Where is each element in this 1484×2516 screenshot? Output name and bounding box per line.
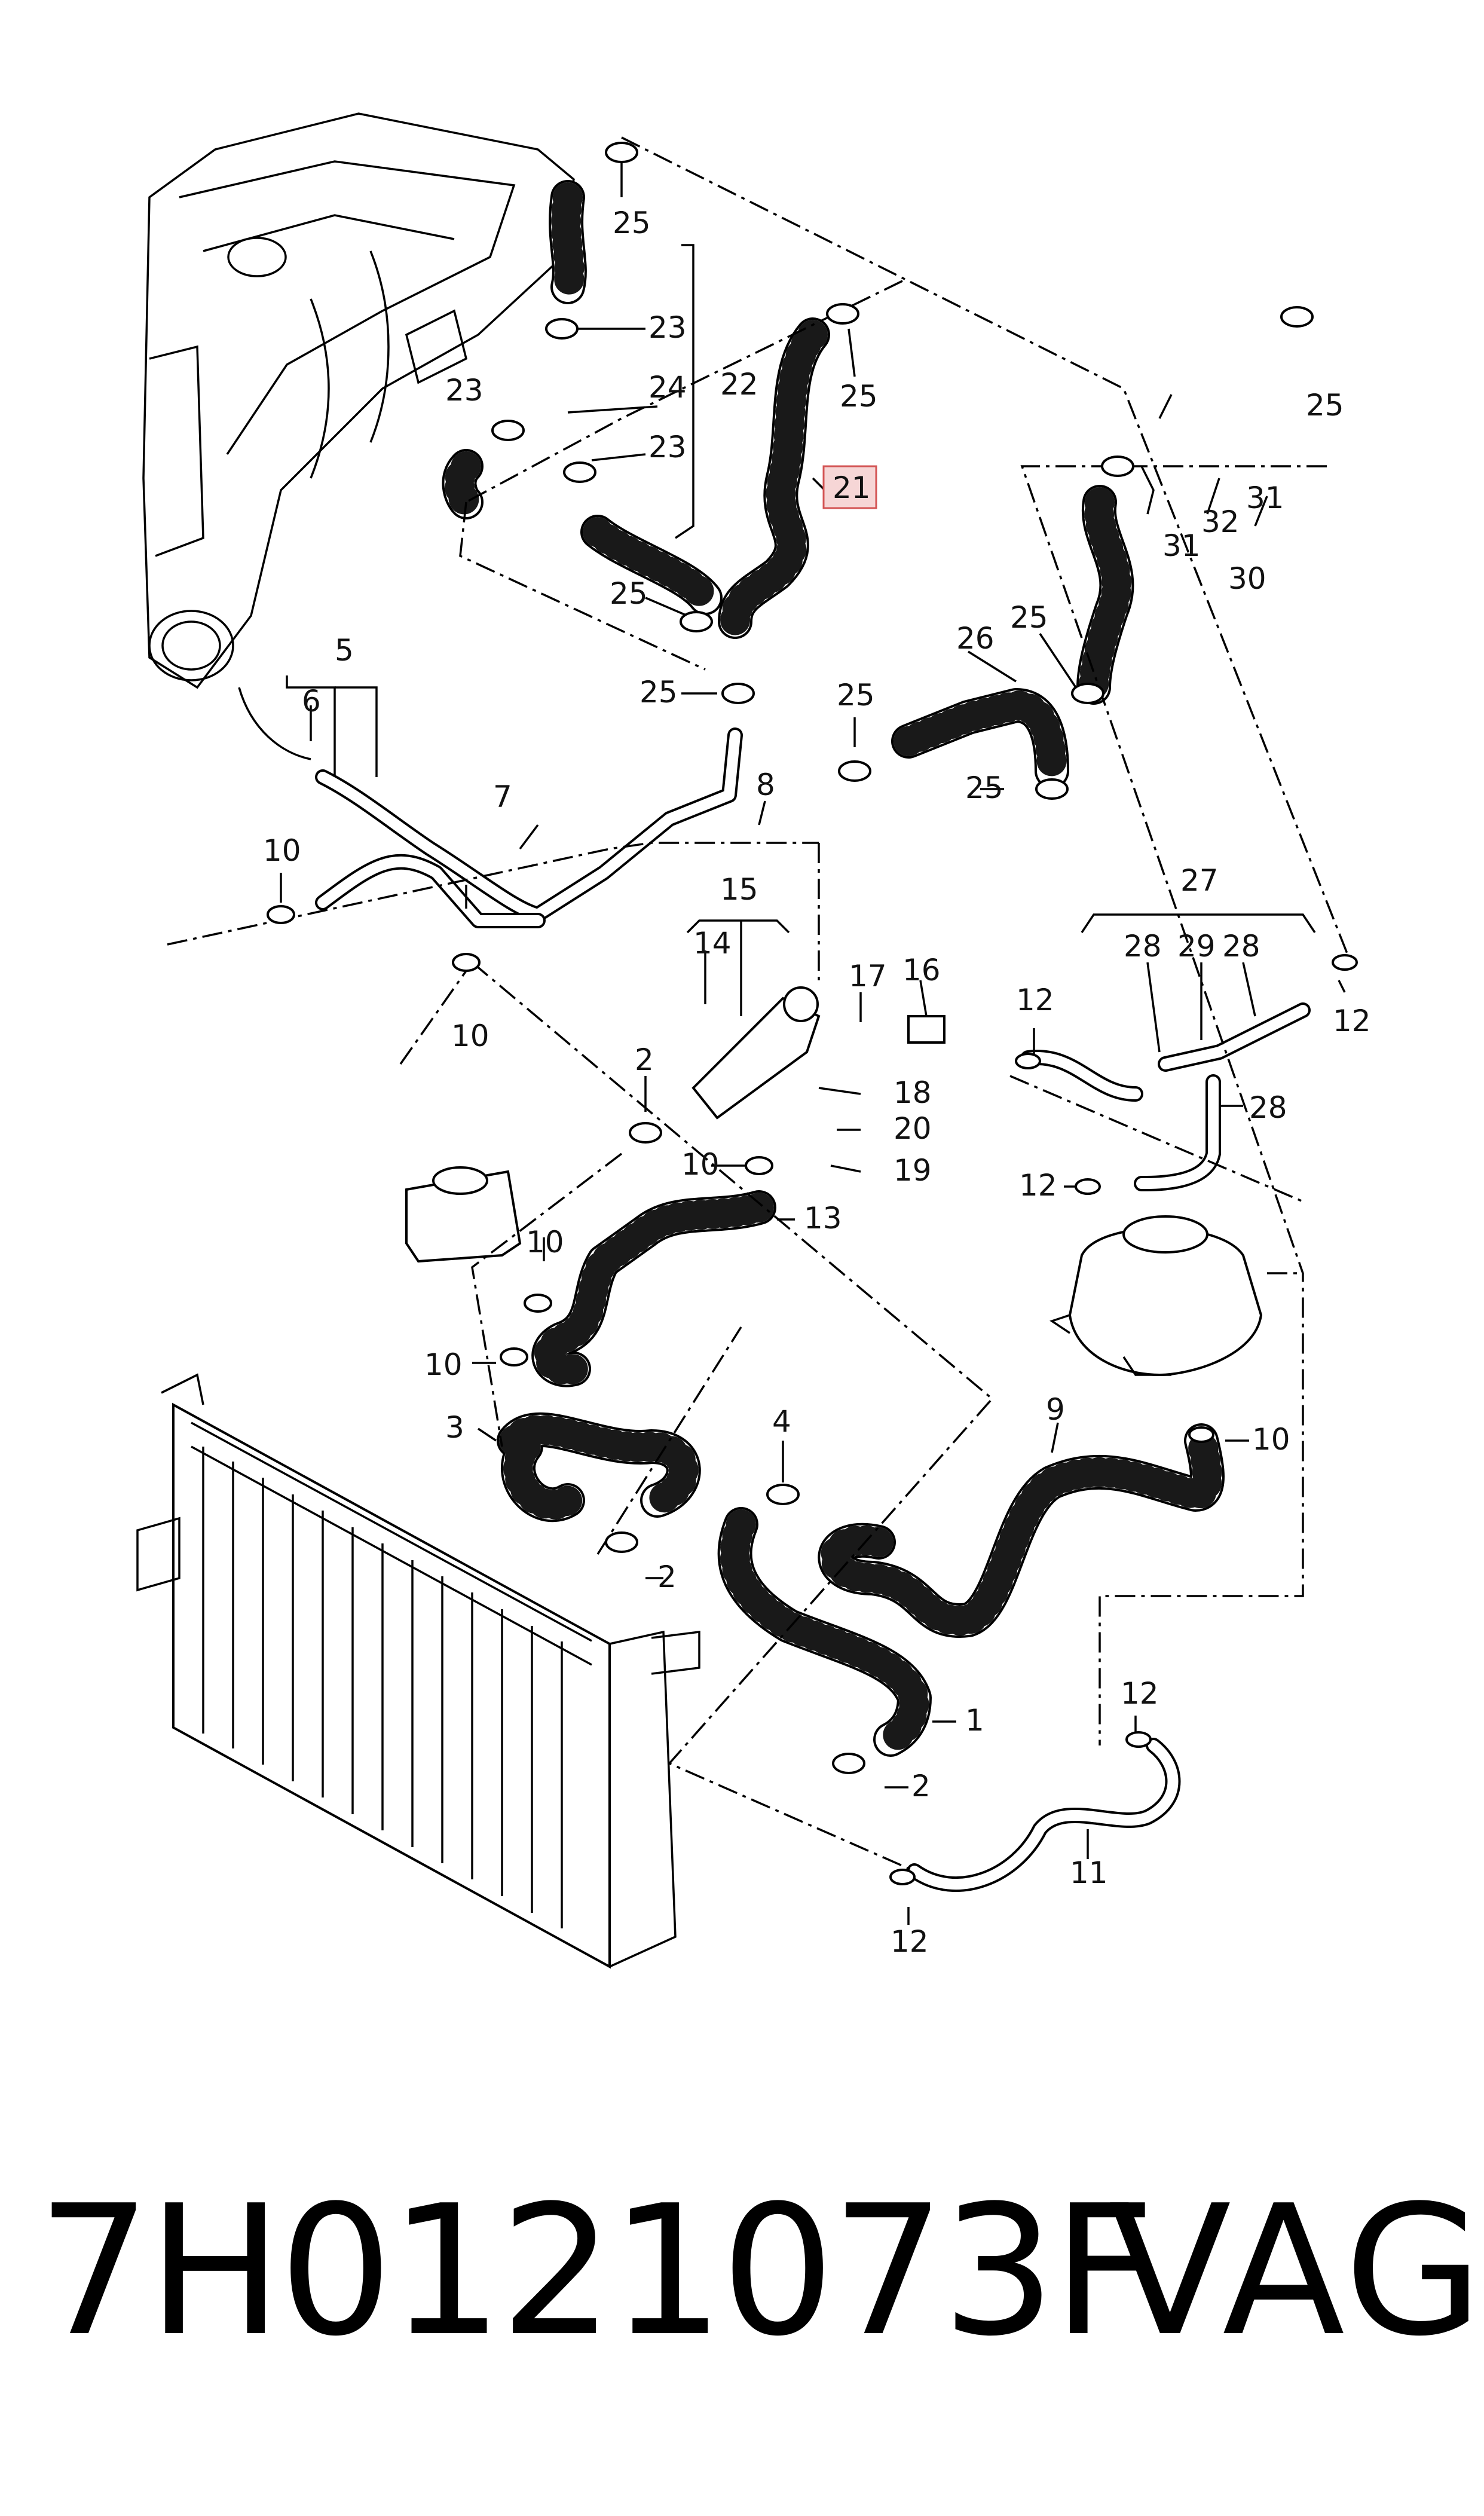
highlight-box-21 xyxy=(822,465,877,509)
callout-25: 25 xyxy=(965,771,1003,805)
callout-5: 5 xyxy=(335,633,354,668)
callout-10: 10 xyxy=(1252,1422,1290,1457)
callout-20: 20 xyxy=(894,1111,932,1146)
callout-7: 7 xyxy=(493,779,512,814)
callout-2: 2 xyxy=(657,1560,677,1594)
hoses xyxy=(442,180,1311,1893)
callout-10: 10 xyxy=(451,1019,489,1053)
callout-12: 12 xyxy=(891,1924,929,1959)
callout-31: 31 xyxy=(1162,528,1201,563)
callout-24: 24 xyxy=(648,370,687,405)
callout-21: 21 xyxy=(833,470,871,505)
callout-25: 25 xyxy=(640,675,678,710)
callout-4: 4 xyxy=(772,1404,791,1439)
callout-32: 32 xyxy=(1201,505,1240,539)
callout-2: 2 xyxy=(911,1769,931,1803)
callout-3: 3 xyxy=(445,1410,464,1445)
callout-13: 13 xyxy=(804,1201,842,1236)
callout-26: 26 xyxy=(956,621,995,656)
callout-25: 25 xyxy=(840,379,878,414)
callout-11: 11 xyxy=(1070,1855,1108,1890)
engine-block-illustration xyxy=(142,112,575,760)
callout-12: 12 xyxy=(1016,983,1054,1017)
callout-10: 10 xyxy=(263,833,301,868)
callout-28: 28 xyxy=(1249,1090,1287,1125)
radiator-illustration xyxy=(136,1373,700,1969)
callout-25: 25 xyxy=(610,576,648,611)
callout-27: 27 xyxy=(1180,863,1219,898)
leader-lines xyxy=(280,155,1346,1925)
callout-19: 19 xyxy=(894,1153,932,1188)
callout-14: 14 xyxy=(693,926,732,961)
callout-2: 2 xyxy=(635,1043,654,1077)
callout-23: 23 xyxy=(648,430,687,464)
part-number: 7H0121073F xyxy=(37,2167,1155,2376)
callout-labels: 25 23 22 24 23 23 25 21 25 25 5 6 7 8 10… xyxy=(263,206,1371,1959)
callout-1: 1 xyxy=(965,1703,984,1738)
callout-10: 10 xyxy=(681,1147,720,1182)
callout-17: 17 xyxy=(849,959,887,993)
callout-22: 22 xyxy=(720,367,758,402)
callout-12: 12 xyxy=(1019,1168,1057,1203)
callout-12: 12 xyxy=(1333,1004,1371,1038)
callout-25: 25 xyxy=(613,206,651,240)
callout-31: 31 xyxy=(1246,481,1284,515)
coolant-hose-diagram: 25 23 22 24 23 23 25 21 25 25 5 6 7 8 10… xyxy=(136,112,1371,1969)
callout-28: 28 xyxy=(1124,929,1162,964)
callout-23: 23 xyxy=(445,373,484,408)
callout-15: 15 xyxy=(720,872,758,907)
thermostat-housing xyxy=(691,986,946,1120)
callout-18: 18 xyxy=(894,1075,932,1110)
callout-8: 8 xyxy=(756,768,775,802)
callout-6: 6 xyxy=(302,684,321,719)
callout-12: 12 xyxy=(1121,1676,1159,1711)
callout-16: 16 xyxy=(902,953,941,988)
brand-name: VAG xyxy=(1109,2167,1484,2376)
callout-10: 10 xyxy=(424,1347,463,1382)
small-reservoir-illustration xyxy=(405,1166,522,1263)
connection-lines xyxy=(167,136,1352,1872)
footer: 7H0121073F VAG xyxy=(0,2146,1484,2397)
callout-28: 28 xyxy=(1222,929,1260,964)
clamps xyxy=(267,142,1358,1885)
callout-25: 25 xyxy=(1306,388,1344,423)
callout-23: 23 xyxy=(648,310,687,345)
callout-29: 29 xyxy=(1177,929,1216,964)
callout-25: 25 xyxy=(1010,600,1048,635)
metal-pipe-assembly xyxy=(315,727,743,928)
callout-25: 25 xyxy=(837,678,875,713)
callout-9: 9 xyxy=(1046,1392,1065,1427)
expansion-tank-illustration xyxy=(1049,1215,1263,1377)
callout-10: 10 xyxy=(526,1225,564,1259)
callout-30: 30 xyxy=(1228,561,1266,596)
